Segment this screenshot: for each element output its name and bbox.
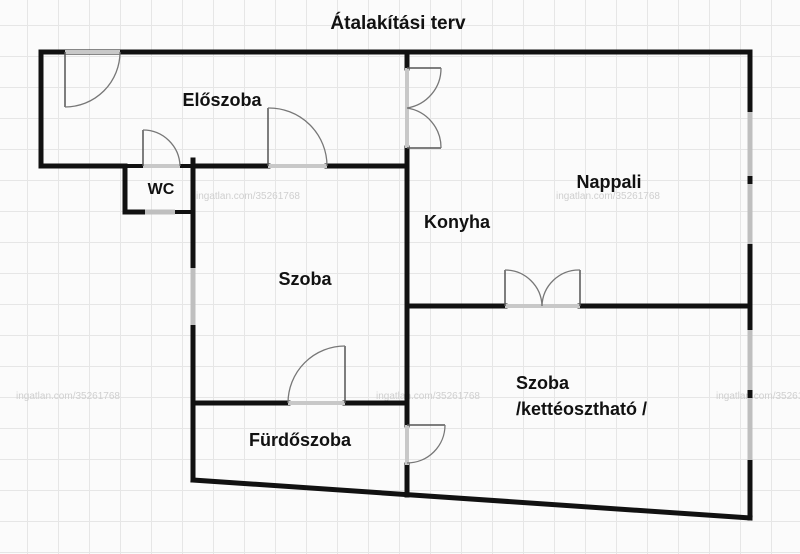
label-nappali: Nappali xyxy=(576,172,641,192)
label-konyha: Konyha xyxy=(424,212,491,232)
label-furdoszoba: Fürdőszoba xyxy=(249,430,352,450)
label-szoba2-line1: Szoba xyxy=(516,373,570,393)
door-entrance xyxy=(64,50,121,108)
interior-walls xyxy=(125,49,753,498)
watermark-1: ingatlan.com/35261768 xyxy=(196,191,300,202)
watermarks: ingatlan.com/35261768 ingatlan.com/35261… xyxy=(16,191,800,402)
label-wc: WC xyxy=(148,181,175,198)
label-szoba2-line2: /kettéosztható / xyxy=(516,399,647,419)
door-szoba-bottom xyxy=(287,345,346,405)
plan-title: Átalakítási terv xyxy=(330,12,466,34)
windows xyxy=(145,112,753,460)
door-konyha-double xyxy=(405,67,442,149)
watermark-2: ingatlan.com/35261768 xyxy=(556,191,660,202)
wall-bottom xyxy=(190,477,753,521)
doors xyxy=(64,50,581,465)
door-szoba-top xyxy=(267,107,328,168)
door-szoba2-side xyxy=(405,424,446,465)
outer-walls xyxy=(38,49,753,521)
watermark-4: ingatlan.com/35261768 xyxy=(376,391,480,402)
label-szoba: Szoba xyxy=(278,269,332,289)
room-labels: Előszoba WC Nappali Konyha Szoba Fürdősz… xyxy=(148,90,647,450)
label-eloszoba: Előszoba xyxy=(182,90,262,110)
watermark-3: ingatlan.com/35261768 xyxy=(16,391,120,402)
watermark-5: ingatlan.com/35261768 xyxy=(716,391,800,402)
door-wc xyxy=(142,129,181,168)
door-nappali-double xyxy=(504,269,581,308)
